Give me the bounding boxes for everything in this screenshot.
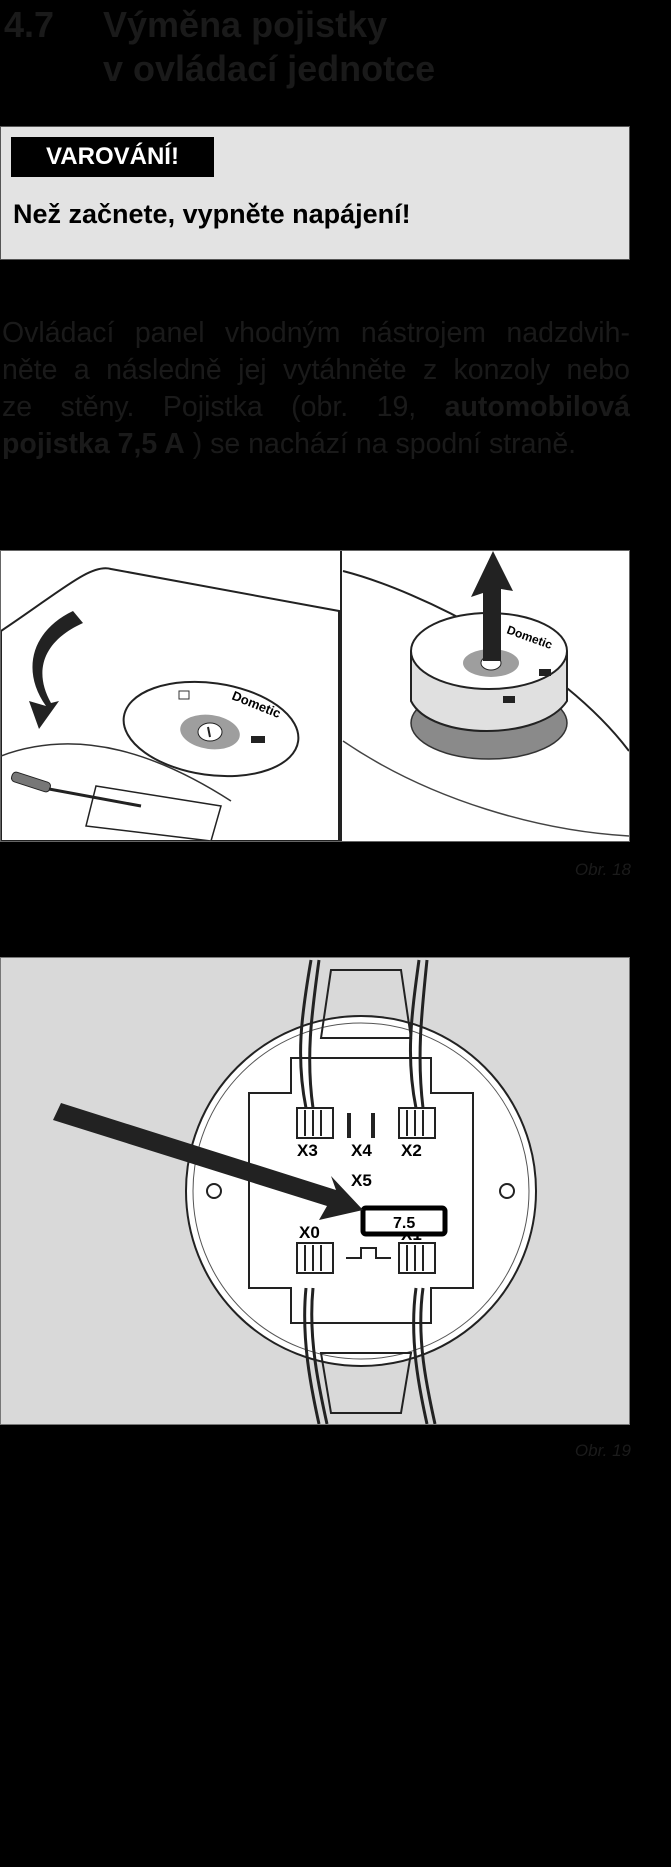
word-bold: automobilová (444, 391, 630, 423)
connector-x5-label: X5 (351, 1171, 372, 1190)
panel-removal-right: Dometic (342, 551, 630, 841)
word: 19, (376, 391, 417, 423)
section-title-line2: v ovládací jednotce (103, 48, 436, 89)
connector-x4-label: X4 (351, 1141, 372, 1160)
word: z (422, 354, 438, 386)
word: (obr. (291, 391, 349, 423)
word: jej (238, 354, 267, 386)
warning-label: VAROVÁNÍ! (11, 137, 214, 177)
body-line: něte a následně jej vytáhněte z konzoly … (2, 352, 630, 389)
word: ze (2, 391, 33, 423)
body-paragraph: Ovládací panel vhodným nástrojem nadzdvi… (2, 315, 630, 463)
fuse-spec: pojistka 7,5 A (2, 428, 185, 460)
figure-18-illustration: Dometic Dometic (0, 551, 630, 842)
warning-text: Než začnete, vypněte napájení! (13, 199, 411, 229)
section-title-line1: Výměna pojistky (103, 4, 388, 45)
rotate-arrow-icon (29, 611, 83, 729)
word: Ovládací (2, 317, 115, 349)
word: nástrojem (360, 317, 487, 349)
word: vhodným (224, 317, 341, 349)
section-number: 4.7 (4, 4, 55, 45)
connector-x3-label: X3 (297, 1141, 318, 1160)
figure-19: X3 X4 X2 X5 X0 X1 7.5 (0, 957, 630, 1425)
word: vytáhněte (282, 354, 407, 386)
body-line: pojistka 7,5 A) se nachází na spodní str… (2, 426, 630, 463)
word: nadzdvih- (506, 317, 630, 349)
body-line: ze stěny. Pojistka (obr. 19, automobilov… (2, 389, 630, 426)
word: panel (134, 317, 205, 349)
word: stěny. (60, 391, 135, 423)
connector-x0-label: X0 (299, 1223, 320, 1242)
word: a (73, 354, 90, 386)
body-line-rest: ) se nachází na spodní straně. (192, 428, 577, 460)
panel-removal-left: Dometic (0, 567, 340, 842)
word: nebo (566, 354, 630, 386)
figure-19-caption: Obr. 19 (574, 1441, 631, 1460)
screw-hole-left (206, 1183, 222, 1199)
warning-box: VAROVÁNÍ! Než začnete, vypněte napájení! (0, 126, 630, 260)
word: něte (2, 354, 58, 386)
figure-19-illustration: X3 X4 X2 X5 X0 X1 7.5 (53, 959, 537, 1425)
connector-x2-label: X2 (401, 1141, 422, 1160)
word: Pojistka (162, 391, 263, 423)
figure-18-caption: Obr. 18 (574, 860, 631, 879)
figure-18: Dometic Dometic (0, 550, 630, 842)
fuse-label: 7.5 (393, 1215, 415, 1232)
pointer-arrow-icon (53, 1103, 363, 1220)
body-line: Ovládací panel vhodným nástrojem nadzdvi… (2, 315, 630, 352)
word: konzoly (453, 354, 551, 386)
word: následně (106, 354, 222, 386)
screw-hole-right (499, 1183, 515, 1199)
fuse (360, 1205, 448, 1237)
lift-arrow-icon (471, 551, 513, 661)
